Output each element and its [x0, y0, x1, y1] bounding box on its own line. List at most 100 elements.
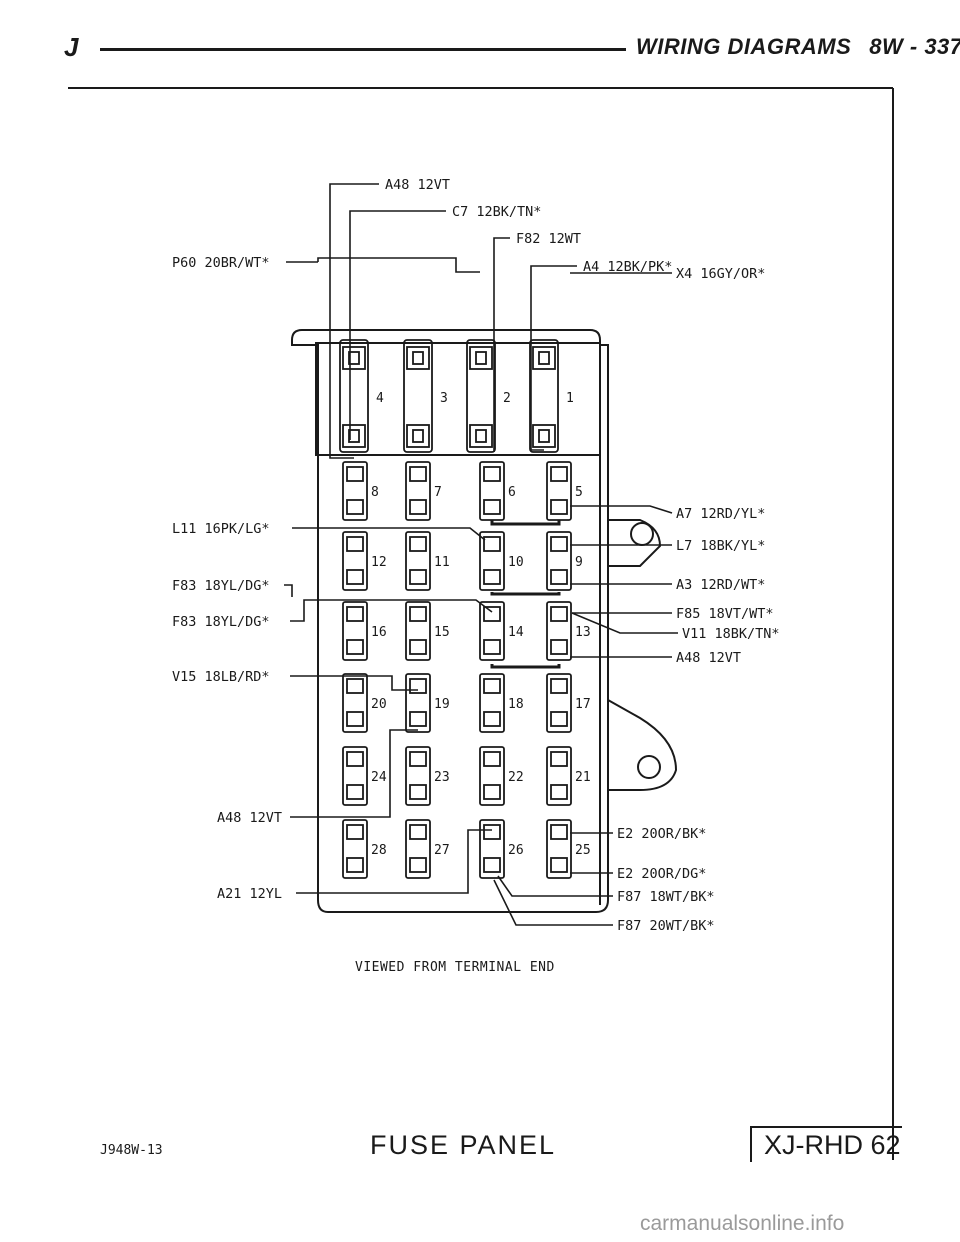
mini-fuse-terminal: [550, 499, 568, 515]
mini-fuse-body: [405, 531, 431, 591]
left-wire-label: V15 18LB/RD*: [172, 669, 270, 685]
mini-fuse-terminal: [409, 639, 427, 655]
bus-bar: [490, 520, 561, 526]
left-wire-leader: [290, 675, 418, 691]
mini-fuse-terminal: [346, 784, 364, 800]
mini-fuse-terminal: [483, 639, 501, 655]
mini-fuse-terminal: [346, 857, 364, 873]
mini-fuse-terminal: [409, 784, 427, 800]
bus-bar: [490, 592, 561, 596]
fuse-number-label: 22: [508, 770, 524, 785]
mount-hole-lower: [637, 755, 661, 779]
fuse-number-label: 6: [508, 485, 516, 500]
mini-fuse-body: [479, 673, 505, 733]
left-wire-leader: [284, 584, 293, 597]
mini-fuse-body: [546, 531, 572, 591]
mini-fuse-terminal: [483, 857, 501, 873]
mini-fuse-terminal: [409, 751, 427, 767]
mini-fuse-terminal: [483, 536, 501, 552]
top-wire-label: A4 12BK/PK*: [583, 259, 672, 275]
right-wire-label: E2 20OR/DG*: [617, 866, 706, 882]
right-wire-label: F87 18WT/BK*: [617, 889, 715, 905]
mini-fuse-body: [342, 819, 368, 879]
page-ref: 8W - 337: [869, 34, 960, 59]
mini-fuse-terminal: [409, 499, 427, 515]
mini-fuse-terminal: [346, 639, 364, 655]
mini-fuse-terminal: [483, 499, 501, 515]
fuse-number-label: 26: [508, 843, 524, 858]
fuse-number-label: 20: [371, 697, 387, 712]
fuse-number-label: 17: [575, 697, 591, 712]
fuse-number-label: 15: [434, 625, 450, 640]
mini-fuse-body: [405, 673, 431, 733]
large-fuse-blade: [412, 351, 424, 365]
top-wire-label: C7 12BK/TN*: [452, 204, 541, 220]
fuse-number-label: 11: [434, 555, 450, 570]
mini-fuse-body: [405, 601, 431, 661]
fuse-number-label: 24: [371, 770, 387, 785]
mini-fuse-terminal: [550, 824, 568, 840]
left-wire-leader: [290, 599, 493, 622]
fuse-number-label: 2: [503, 391, 511, 406]
fuse-number-label: 1: [566, 391, 574, 406]
right-wire-label: A48 12VT: [676, 650, 741, 666]
large-fuse-terminal: [342, 424, 366, 448]
fuse-number-label: 13: [575, 625, 591, 640]
left-wire-leader: [296, 829, 492, 894]
mini-fuse-terminal: [550, 569, 568, 585]
diagram-code: J948W-13: [100, 1143, 163, 1158]
bus-bar: [490, 664, 561, 669]
mount-tab-lower: [607, 699, 678, 791]
mini-fuse-terminal: [483, 784, 501, 800]
mini-fuse-terminal: [346, 711, 364, 727]
mini-fuse-terminal: [483, 824, 501, 840]
large-fuse-body: [529, 339, 559, 453]
mini-fuse-terminal: [550, 711, 568, 727]
top-wire-label: F82 12WT: [516, 231, 581, 247]
right-wire-leader: [497, 875, 613, 897]
mini-fuse-body: [546, 601, 572, 661]
header-rule: [100, 48, 626, 51]
fuse-number-label: 23: [434, 770, 450, 785]
mini-fuse-terminal: [409, 678, 427, 694]
top-wire-leader: [329, 183, 379, 452]
mount-tab-upper: [608, 519, 662, 567]
mini-fuse-terminal: [483, 678, 501, 694]
left-wire-leader: [290, 729, 418, 818]
mini-fuse-terminal: [346, 824, 364, 840]
large-fuse-terminal: [532, 424, 556, 448]
large-fuse-blade: [475, 351, 487, 365]
large-fuse-body: [466, 339, 496, 453]
top-wire-leader: [349, 210, 446, 440]
mini-fuse-terminal: [409, 466, 427, 482]
left-wire-label: A21 12YL: [217, 886, 282, 902]
mini-fuse-terminal: [409, 606, 427, 622]
left-wire-label: L11 16PK/LG*: [172, 521, 270, 537]
mini-fuse-terminal: [550, 751, 568, 767]
right-wire-label: X4 16GY/OR*: [676, 266, 765, 282]
mini-fuse-body: [479, 531, 505, 591]
fuse-number-label: 14: [508, 625, 524, 640]
section-letter: J: [64, 32, 79, 62]
right-wire-label: E2 20OR/BK*: [617, 826, 706, 842]
right-wire-leader: [493, 879, 613, 926]
fuse-number-label: 9: [575, 555, 583, 570]
right-wire-leader: [571, 612, 678, 634]
fuse-number-label: 28: [371, 843, 387, 858]
mini-fuse-terminal: [346, 606, 364, 622]
fuse-number-label: 12: [371, 555, 387, 570]
right-wire-label: A3 12RD/WT*: [676, 577, 765, 593]
fuse-number-label: 7: [434, 485, 442, 500]
large-fuse-terminal: [406, 424, 430, 448]
mini-fuse-terminal: [409, 536, 427, 552]
mini-fuse-terminal: [550, 466, 568, 482]
diagram-id-box: XJ-RHD 62: [750, 1126, 902, 1162]
mini-fuse-terminal: [409, 824, 427, 840]
large-fuse-body: [403, 339, 433, 453]
large-fuse-terminal: [342, 346, 366, 370]
large-fuse-blade: [538, 351, 550, 365]
mini-fuse-body: [342, 673, 368, 733]
mini-fuse-terminal: [550, 678, 568, 694]
